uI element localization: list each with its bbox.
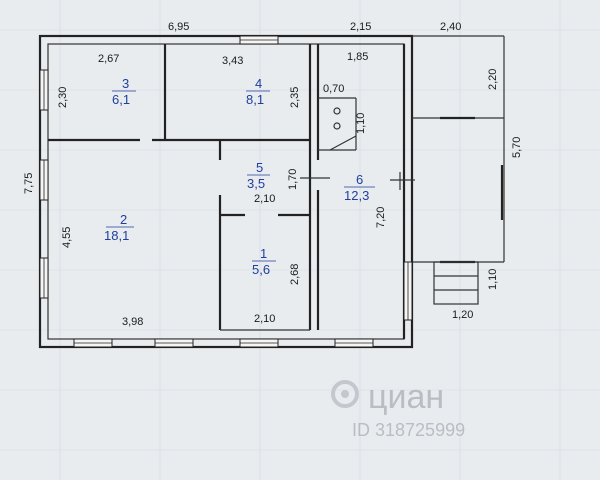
window-bottom-3 [239,338,279,348]
dim-veranda-height: 5,70 [511,137,523,158]
room-labels: 3 6,1 4 8,1 5 3,5 2 18,1 1 5,6 6 12,3 [104,76,375,277]
dim-room3-width: 2,67 [98,53,119,65]
room-number: 1 [260,246,267,261]
dim-top-total: 6,95 [168,21,189,33]
dim-room2-height: 4,55 [61,227,73,248]
room-area: 3,5 [247,176,265,191]
window-left-2 [39,159,49,201]
dim-room2-width: 3,98 [122,316,143,328]
room-area: 12,3 [344,188,369,203]
dim-room5-height: 1,70 [287,169,299,190]
dim-room1-width: 2,10 [254,313,275,325]
dim-left-total: 7,75 [23,173,35,194]
window-top [239,35,279,45]
room-number: 5 [256,160,263,175]
dim-room3-height: 2,30 [57,87,69,108]
room-3-label: 3 6,1 [112,76,136,107]
veranda [300,35,505,264]
room-2-label: 2 18,1 [104,212,134,243]
window-bottom-2 [154,338,194,348]
watermark-logo-icon [331,380,359,408]
room-1-label: 1 5,6 [252,246,276,277]
dim-room5-width: 2,10 [254,193,275,205]
dim-veranda-top: 2,20 [487,69,499,90]
dim-room1-height: 2,68 [289,264,301,285]
dim-porch-width: 1,20 [452,309,473,321]
room-area: 18,1 [104,228,129,243]
room-number: 6 [356,172,363,187]
room-4-label: 4 8,1 [246,76,270,107]
room-number: 4 [255,76,262,91]
dim-top-right: 2,40 [440,21,461,33]
room-area: 8,1 [246,92,264,107]
watermark-listing-id: ID 318725999 [352,420,465,440]
porch-steps [433,261,479,305]
room-5-label: 5 3,5 [247,160,270,191]
dim-room6-width: 1,85 [347,51,368,63]
room-area: 6,1 [112,92,130,107]
windows [39,35,413,348]
dim-stair-height: 1,10 [355,113,367,134]
dim-porch-height: 1,10 [487,269,499,290]
watermark: циан ID 318725999 [331,378,465,440]
dim-room4-width: 3,43 [222,55,243,67]
window-left-1 [39,69,49,111]
dim-room6-height: 7,20 [375,207,387,228]
room-area: 5,6 [252,262,270,277]
room-6-label: 6 12,3 [344,172,375,203]
room-number: 2 [120,212,127,227]
room-number: 3 [122,76,129,91]
dim-room4-height: 2,35 [289,87,301,108]
dim-stair-width: 0,70 [323,83,344,95]
dimension-labels: 6,95 2,15 2,40 7,75 2,67 2,30 3,43 2,35 … [23,21,523,328]
dim-top-mid: 2,15 [350,21,371,33]
watermark-brand: циан [368,378,444,416]
window-right [403,261,413,321]
window-bottom-1 [73,338,113,348]
window-bottom-4 [334,338,374,348]
window-left-3 [39,257,49,299]
